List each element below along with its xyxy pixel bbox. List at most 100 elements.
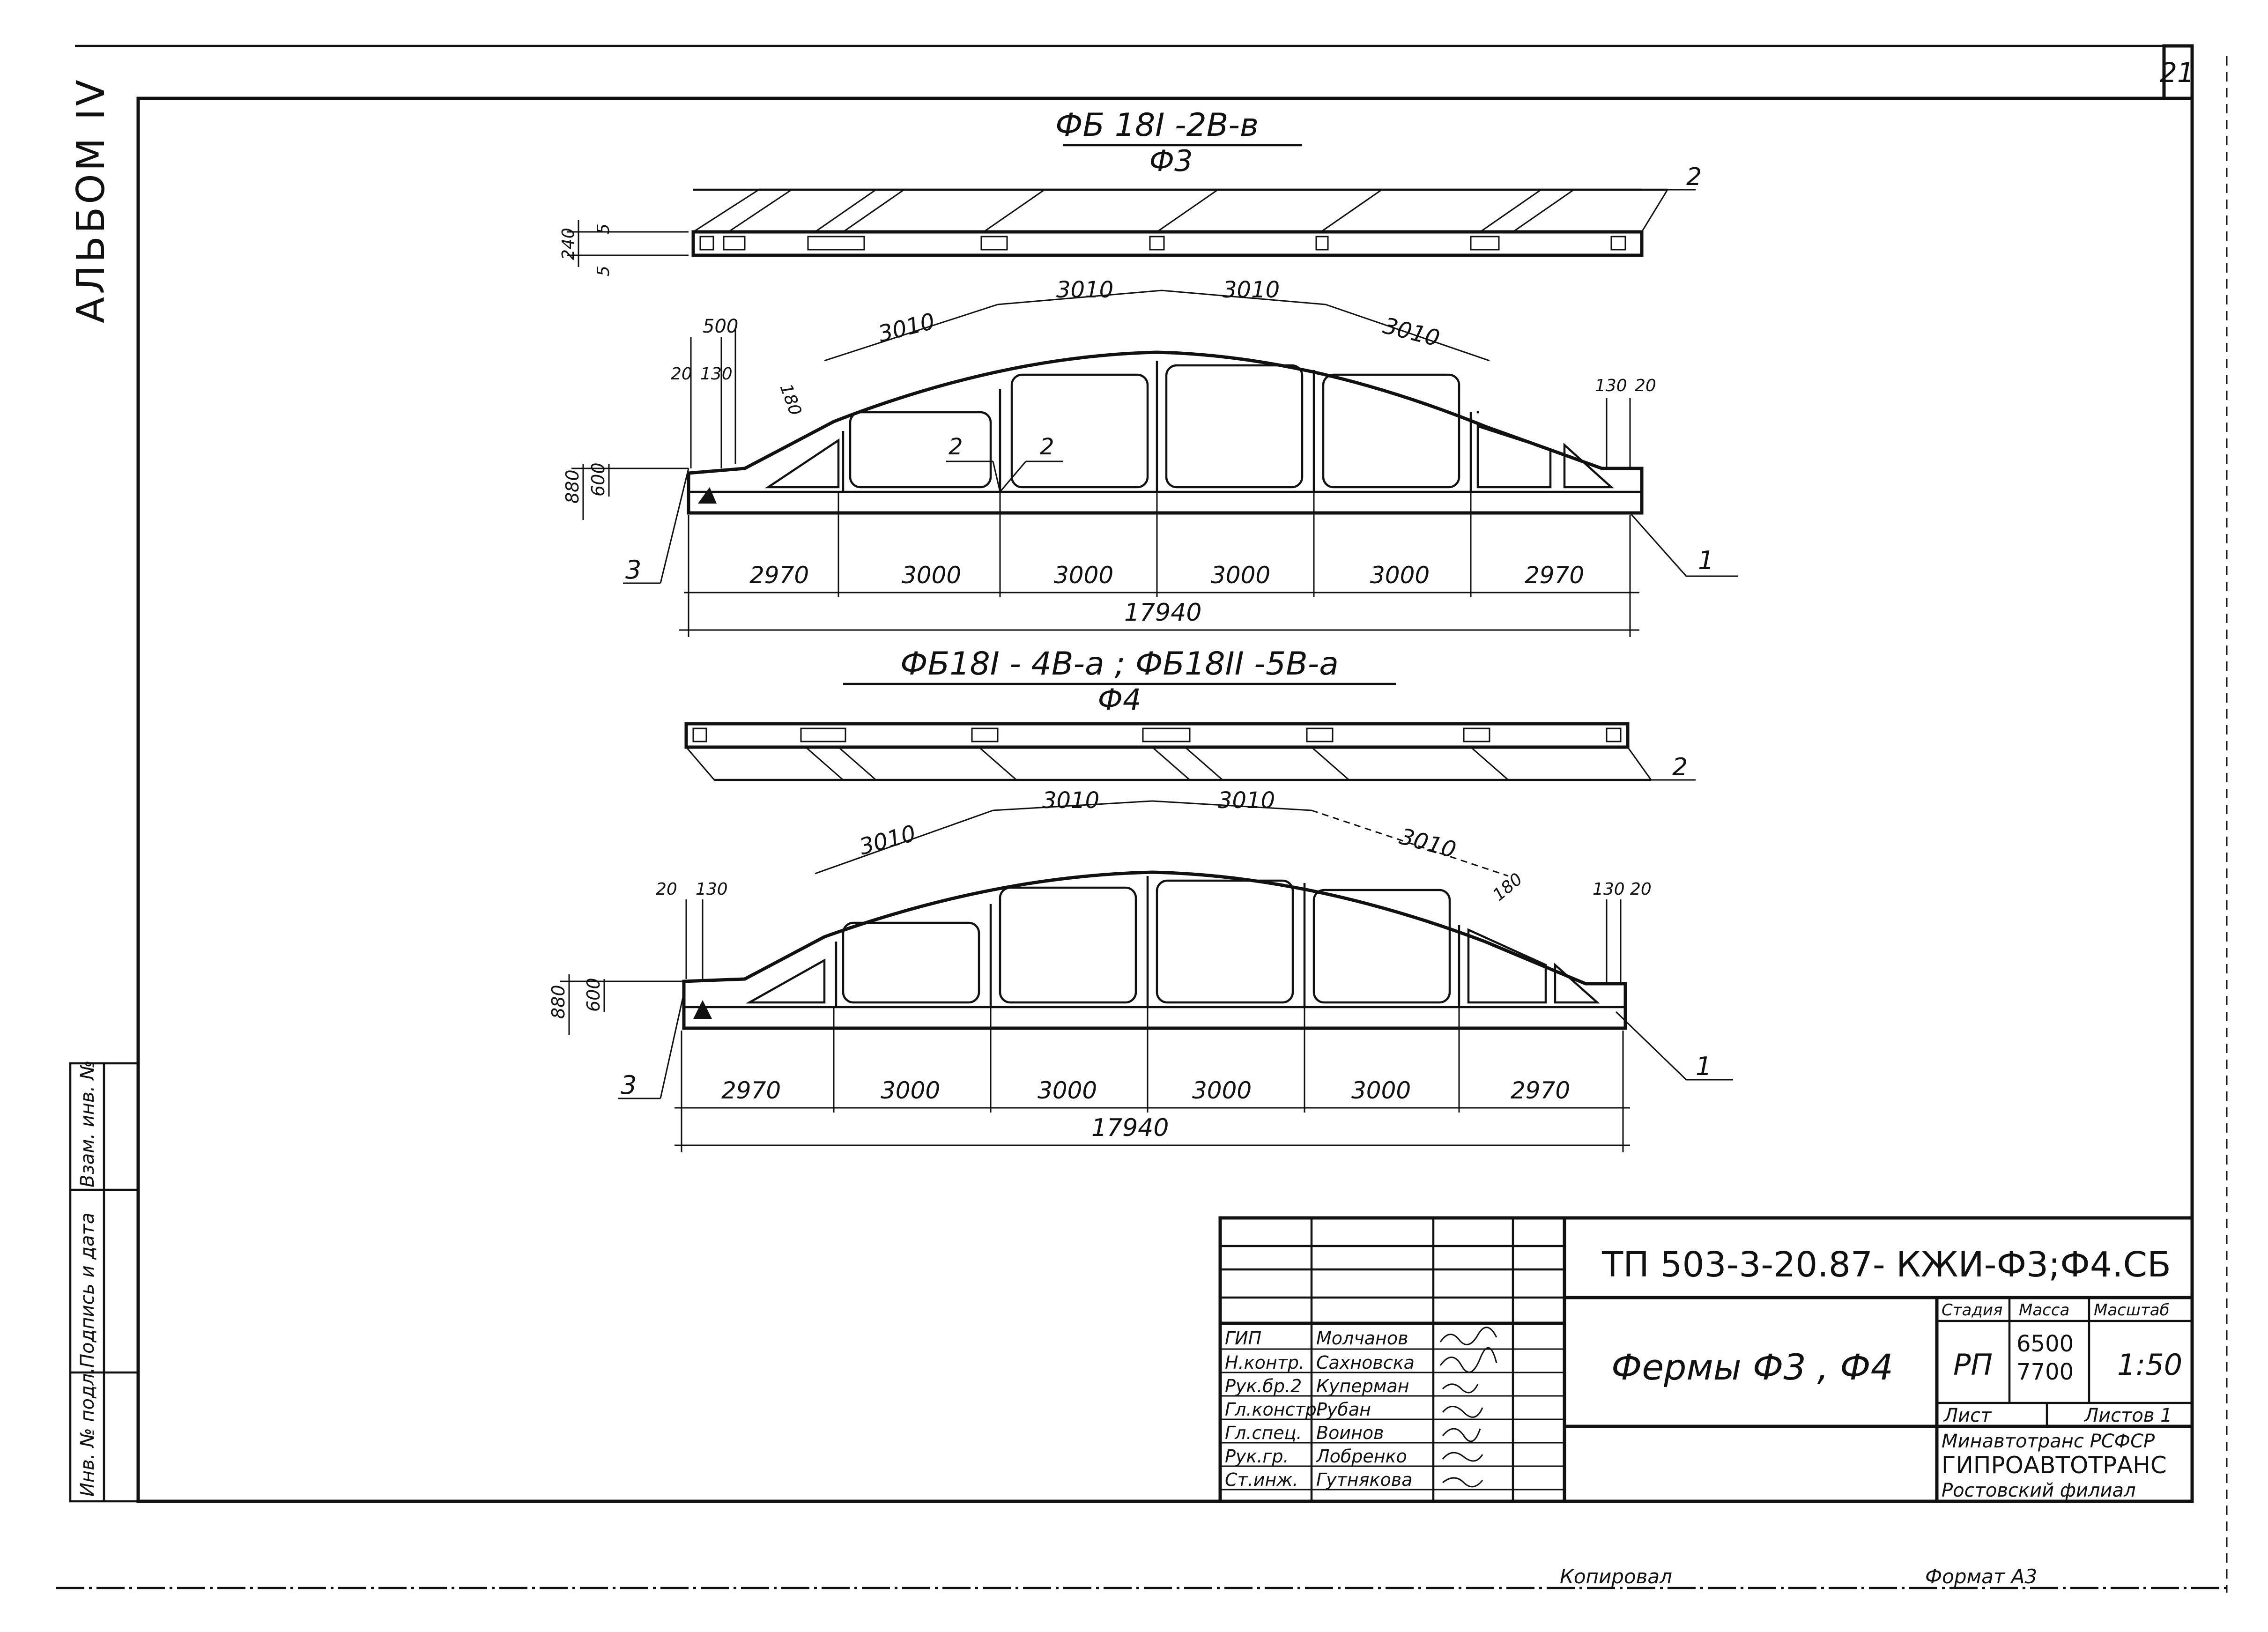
truss-f3-title: ФБ 18I -2В-в	[1055, 107, 1259, 144]
page-number-box	[2162, 44, 2194, 100]
staff-role: Рук.бр.2	[1225, 1376, 1302, 1396]
album-label: АЛЬБОМ IV	[69, 77, 113, 323]
footer-copied: Копировал	[1560, 1565, 1672, 1588]
truss-f3-slope-dim: 180	[776, 381, 805, 418]
truss-f3-bottom-dim-6: 2970	[1525, 562, 1584, 589]
truss-f4-subtitle: Ф4	[1098, 682, 1141, 717]
truss-f3-plan-h-total: 240	[559, 228, 578, 260]
org-line-3: Ростовский филиал	[1942, 1480, 2136, 1501]
footer-format: Формат А3	[1925, 1565, 2037, 1588]
truss-f4-plan: 2	[684, 722, 1696, 781]
sheet-frame: 21	[56, 44, 2230, 1593]
sheets-label: Листов 1	[2083, 1405, 2172, 1426]
stamp-vzam-inv: Взам. инв. №	[77, 1060, 98, 1187]
truss-f4-slope-dim: 180	[1489, 869, 1526, 905]
truss-f4-bottom-dim-1: 2970	[721, 1077, 781, 1104]
truss-f4-bottom-dim-6: 2970	[1511, 1077, 1570, 1104]
stamp-podpis-data: Подпись и дата	[77, 1213, 98, 1368]
truss-f4-bottom-dim-5: 3000	[1351, 1077, 1411, 1104]
org-line-2: ГИПРОАВТОТРАНС	[1942, 1452, 2167, 1479]
drawing-code: ТП 503-3-20.87- КЖИ-Ф3;Ф4.СБ	[1601, 1245, 2171, 1285]
truss-f4-plan-callout: 2	[1672, 753, 1688, 781]
staff-name: Куперман	[1316, 1376, 1409, 1396]
truss-f4-top-dim-4: 3010	[1397, 823, 1459, 863]
truss-f3-subtitle: Ф3	[1149, 144, 1193, 178]
truss-f3-end-right-2: 20	[1635, 376, 1656, 395]
org-line-1: Минавтотранс РСФСР	[1942, 1431, 2155, 1452]
staff-table: ГИП Молчанов Н.контр. Сахновска Рук.бр.2…	[1225, 1328, 1415, 1490]
truss-f4-top-dim-1: 3010	[857, 820, 919, 861]
staff-role: Гл.констр.	[1225, 1399, 1322, 1420]
staff-name: Лобренко	[1315, 1446, 1407, 1467]
sheet-label: Лист	[1943, 1405, 1992, 1426]
truss-f3-elevation: 3010 3010 3010 3010 500 20 130 130 20 18…	[562, 277, 1738, 637]
truss-f4-bottom-dim-2: 3000	[881, 1077, 940, 1104]
truss-f4-bottom-dim-4: 3000	[1192, 1077, 1252, 1104]
truss-f3-section-mark-1: 2	[949, 434, 963, 460]
truss-f3-top-dim-1: 3010	[875, 308, 937, 348]
title-block: ТП 503-3-20.87- КЖИ-Ф3;Ф4.СБ Фермы Ф3 , …	[1218, 1216, 2194, 1503]
staff-role: Гл.спец.	[1225, 1423, 1302, 1443]
truss-f3-plan-h-bot: 5	[594, 266, 613, 276]
staff-name: Воинов	[1316, 1423, 1384, 1443]
truss-f4-end-left-1: 20	[656, 880, 677, 899]
mass-label: Масса	[2019, 1301, 2069, 1320]
truss-f3-total: 17940	[1124, 599, 1201, 627]
scale-label: Масштаб	[2094, 1301, 2170, 1320]
truss-f3-section-mark-2: 2	[1040, 434, 1054, 460]
staff-name: Молчанов	[1316, 1328, 1408, 1349]
staff-role: ГИП	[1225, 1328, 1261, 1349]
truss-f3-callout-1: 1	[1698, 546, 1714, 575]
truss-f3-bottom-dim-5: 3000	[1370, 562, 1430, 589]
truss-f3-bottom-dim-4: 3000	[1211, 562, 1270, 589]
stage-label: Стадия	[1942, 1301, 2002, 1320]
truss-f3-end-left-2: 20	[671, 364, 692, 384]
truss-f3-top-dim-4: 3010	[1380, 312, 1442, 352]
drawing-title: Фермы Ф3 , Ф4	[1611, 1346, 1893, 1388]
truss-f3-end-right-1: 130	[1595, 376, 1627, 395]
staff-role: Рук.гр.	[1225, 1446, 1289, 1467]
truss-f4-elevation: 3010 3010 3010 3010 20 130 130 20 180 88…	[548, 787, 1733, 1152]
stamp-inv-podl: Инв. № подл.	[77, 1367, 98, 1497]
support-triangle-icon	[693, 1000, 712, 1019]
truss-f4-top-dim-2: 3010	[1042, 787, 1099, 814]
truss-f3-end-left-1: 500	[703, 316, 738, 337]
truss-f3-bottom-dim-2: 3000	[902, 562, 961, 589]
truss-f3-plan-callout: 2	[1686, 163, 1702, 191]
staff-name: Гутнякова	[1316, 1469, 1412, 1490]
truss-f3-bottom-dim-3: 3000	[1054, 562, 1113, 589]
staff-name: Рубан	[1316, 1399, 1371, 1420]
truss-f3-section: ФБ 18I -2В-в Ф3	[559, 107, 1738, 637]
truss-f4-bottom-dim-3: 3000	[1038, 1077, 1097, 1104]
signatures	[1439, 1327, 1497, 1488]
truss-f4-end-right-2: 20	[1630, 880, 1652, 899]
truss-f4-end-left-2: 130	[696, 880, 728, 899]
truss-f4-total: 17940	[1091, 1114, 1169, 1142]
staff-role: Ст.инж.	[1225, 1469, 1298, 1490]
truss-f3-top-dim-2: 3010	[1056, 277, 1113, 303]
truss-f4-h-total: 880	[548, 985, 569, 1019]
truss-f3-h-total: 880	[562, 469, 583, 504]
staff-role: Н.контр.	[1225, 1352, 1304, 1373]
truss-f4-callout-1: 1	[1696, 1052, 1712, 1081]
truss-f3-plan: 2 240 5 5	[559, 163, 1702, 276]
mass-value-1: 6500	[2016, 1331, 2074, 1357]
truss-f3-end-left-3: 130	[700, 364, 733, 384]
truss-f4-end-right-1: 130	[1593, 880, 1625, 899]
left-stamp: Инв. № подл. Подпись и дата Взам. инв. №	[69, 1060, 140, 1503]
mass-value-2: 7700	[2016, 1359, 2074, 1385]
truss-f4-top-dim-3: 3010	[1218, 787, 1275, 814]
support-triangle-icon	[698, 487, 717, 504]
truss-f3-h-inner: 600	[588, 462, 608, 497]
scale-value: 1:50	[2117, 1348, 2182, 1382]
truss-f3-top-dim-3: 3010	[1223, 277, 1280, 303]
truss-f4-section: ФБ18I - 4В-а ; ФБ18II -5В-а Ф4 2	[548, 645, 1733, 1152]
truss-f3-callout-3: 3	[625, 555, 641, 585]
page-number: 21	[2160, 57, 2194, 89]
truss-f4-h-inner: 600	[583, 978, 604, 1012]
staff-name: Сахновска	[1316, 1352, 1415, 1373]
truss-f4-title: ФБ18I - 4В-а ; ФБ18II -5В-а	[900, 645, 1339, 682]
truss-f4-callout-3: 3	[621, 1070, 637, 1100]
stage-value: РП	[1953, 1348, 1993, 1382]
